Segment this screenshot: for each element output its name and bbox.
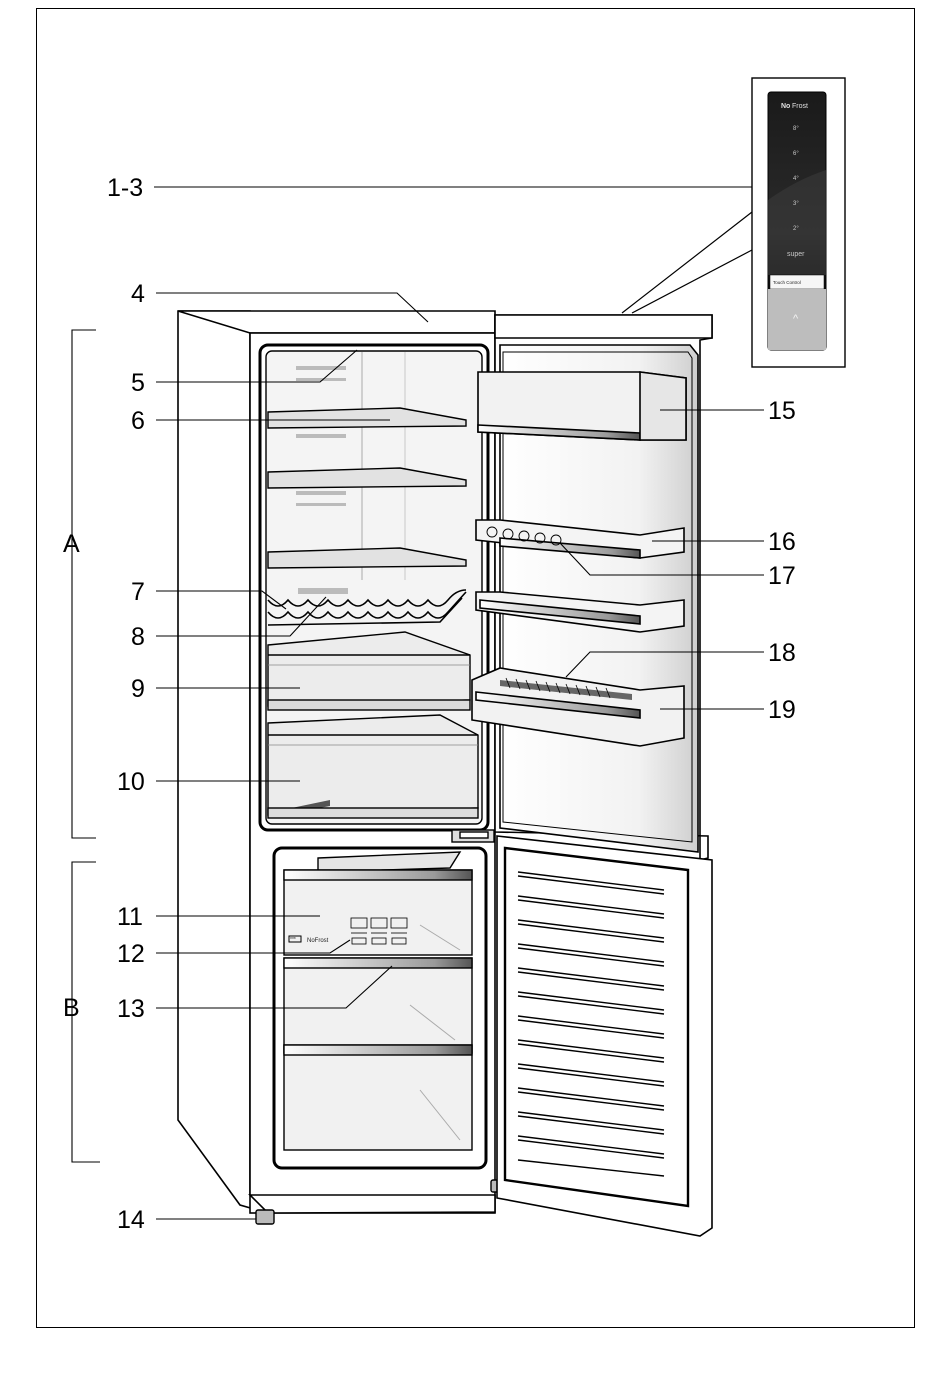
panel-temp-8: 8°: [793, 126, 799, 132]
callout-6: 6: [131, 407, 145, 435]
fridge-compartment: [260, 345, 488, 830]
callout-19: 19: [768, 696, 796, 724]
panel-temp-6: 6°: [793, 151, 799, 157]
panel-super: super: [787, 251, 805, 258]
callout-16: 16: [768, 528, 796, 556]
panel-temp-4: 4°: [793, 176, 799, 182]
panel-brand-no: No: [781, 103, 790, 110]
callout-7: 7: [131, 578, 145, 606]
freezer-drawer-bottom: [284, 1045, 472, 1150]
freezer-drawer-13: [284, 958, 472, 1053]
section-a-label: A: [63, 530, 80, 558]
drawer-nofrost-text: NoFrost: [307, 938, 329, 944]
compartment-divider: [452, 830, 494, 842]
panel-temp-2: 2°: [793, 226, 799, 232]
fridge-door: [472, 315, 712, 860]
callout-14: 14: [117, 1206, 145, 1234]
panel-brand-frost: Frost: [792, 103, 808, 110]
callout-11: 11: [117, 903, 143, 931]
panel-touch-strip: Touch Control: [773, 280, 801, 285]
section-b-label: B: [63, 994, 80, 1022]
callout-13: 13: [117, 995, 145, 1023]
callout-18: 18: [768, 639, 796, 667]
panel-up-arrow-icon: ^: [793, 313, 799, 325]
panel-temp-3: 3°: [793, 201, 799, 207]
callout-15: 15: [768, 397, 796, 425]
freezer-door: [497, 836, 712, 1236]
callout-1-3: 1-3: [107, 174, 143, 202]
callout-12: 12: [117, 940, 145, 968]
callout-10: 10: [117, 768, 145, 796]
callout-17: 17: [768, 562, 796, 590]
callout-5: 5: [131, 369, 145, 397]
callout-4: 4: [131, 280, 145, 308]
drawer-badge: ***: [290, 937, 296, 943]
callout-8: 8: [131, 623, 145, 651]
drawer-10: [268, 715, 478, 815]
callout-9: 9: [131, 675, 145, 703]
